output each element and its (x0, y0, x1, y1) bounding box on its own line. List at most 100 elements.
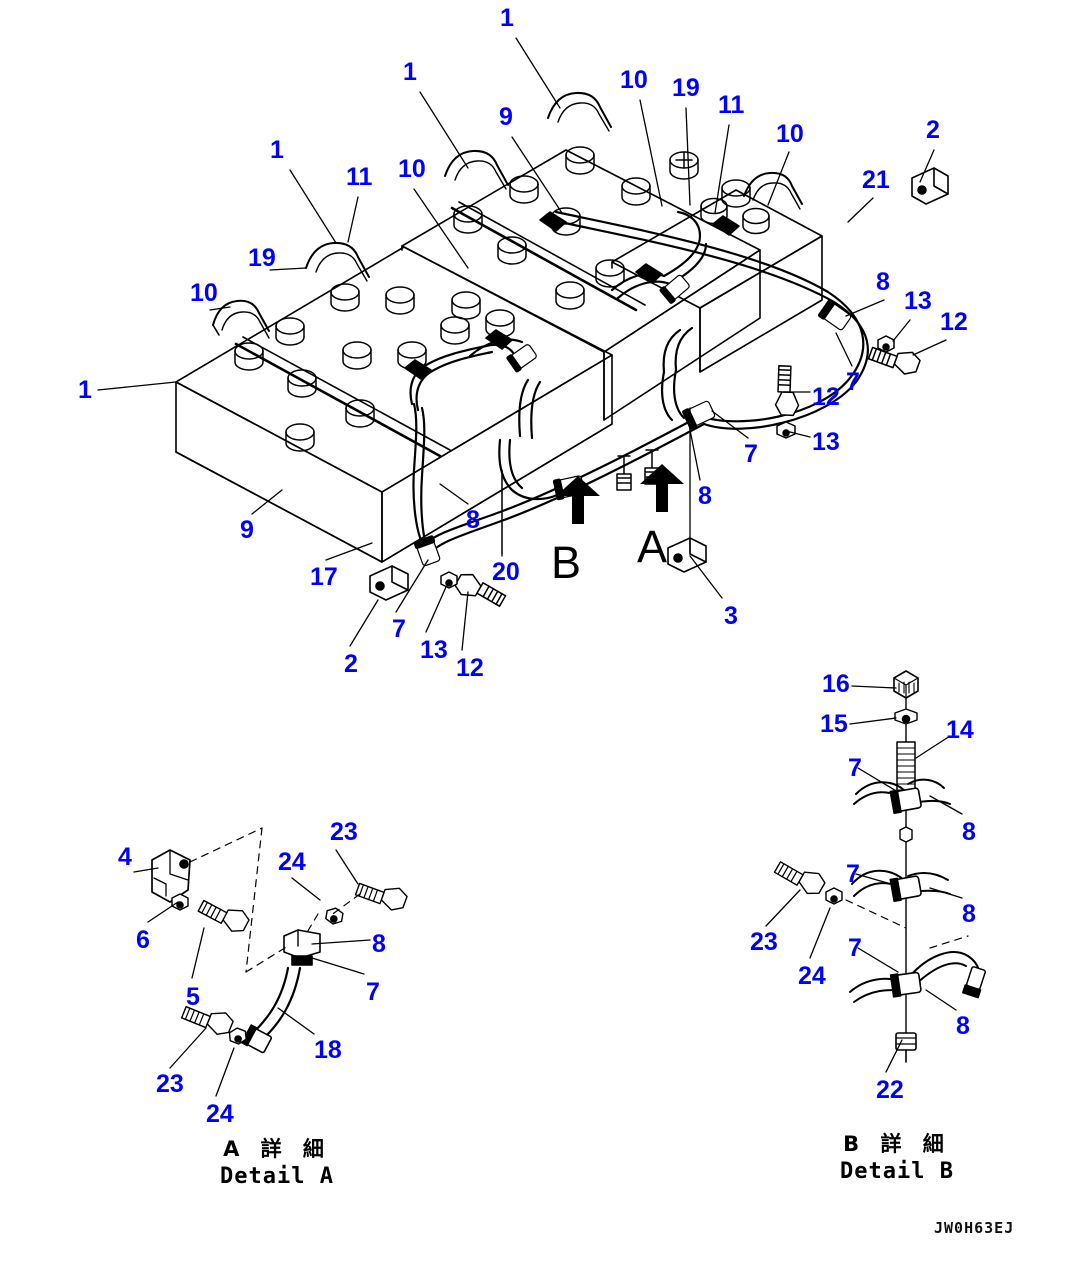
leader-line-23 (335, 849, 359, 885)
callout-1: 1 (270, 136, 284, 164)
section-marker-A: A (637, 521, 668, 572)
callout-20: 20 (492, 558, 520, 586)
brackets (369, 167, 949, 601)
battery-center (401, 91, 761, 421)
callout-9: 9 (499, 103, 513, 131)
leader-line-7 (857, 767, 899, 793)
callout-21: 21 (862, 166, 890, 194)
leader-line-24 (809, 907, 831, 959)
callout-10: 10 (620, 66, 648, 94)
callout-3: 3 (724, 602, 738, 630)
callout-7: 7 (392, 615, 406, 643)
leader-line-12 (461, 591, 469, 651)
callout-14: 14 (946, 716, 974, 744)
callout-7: 7 (366, 978, 380, 1006)
leader-line-6 (147, 901, 179, 923)
hose-fittings (413, 274, 852, 567)
callout-12: 12 (812, 383, 840, 411)
leader-line-11 (714, 124, 730, 214)
leader-line-4 (133, 867, 159, 873)
leader-line-21 (847, 197, 874, 223)
callout-10: 10 (190, 279, 218, 307)
leader-line-13 (425, 586, 447, 633)
leader-line-16 (851, 685, 897, 689)
detail-a-caption-en: Detail A (220, 1164, 334, 1189)
callout-24: 24 (206, 1100, 234, 1128)
battery-left (175, 241, 613, 563)
callout-8: 8 (372, 930, 386, 958)
callout-10: 10 (398, 155, 426, 183)
leader-line-23 (169, 1027, 207, 1069)
callout-23: 23 (330, 818, 358, 846)
section-marker-B: B (551, 537, 582, 588)
leader-line-8 (929, 795, 963, 815)
callout-6: 6 (136, 926, 150, 954)
callout-7: 7 (848, 754, 862, 782)
fasteners-main (440, 335, 921, 607)
leader-line-12 (912, 339, 947, 356)
leader-line-24 (215, 1047, 235, 1097)
leader-line-7 (855, 873, 899, 887)
battery-terminals (404, 211, 740, 380)
leader-line-22 (885, 1039, 903, 1073)
detail-b-caption: B 詳 細 Detail B (807, 1128, 987, 1184)
leader-line-5 (191, 927, 205, 979)
leader-line-1 (515, 37, 561, 109)
leader-line-10 (413, 188, 469, 269)
leader-line-7 (835, 332, 853, 367)
callout-4: 4 (118, 843, 132, 871)
callout-10: 10 (776, 120, 804, 148)
callout-19: 19 (248, 244, 276, 272)
section-arrows (556, 464, 684, 524)
callout-2: 2 (926, 116, 940, 144)
leader-line-1 (289, 169, 337, 244)
callout-8: 8 (466, 506, 480, 534)
callout-22: 22 (876, 1076, 904, 1104)
callout-17: 17 (310, 563, 338, 591)
leader-line-19 (685, 107, 691, 206)
leader-line-1 (419, 91, 469, 169)
leader-line-14 (915, 735, 951, 759)
callout-24: 24 (278, 848, 306, 876)
leader-line-18 (277, 1007, 315, 1035)
callout-18: 18 (314, 1036, 342, 1064)
leader-line-7 (311, 957, 365, 975)
callout-1: 1 (403, 58, 417, 86)
callout-23: 23 (156, 1070, 184, 1098)
callout-8: 8 (698, 482, 712, 510)
leader-line-15 (849, 717, 897, 725)
leader-line-8 (929, 887, 963, 899)
callout-9: 9 (240, 516, 254, 544)
detail-b-caption-en: Detail B (840, 1159, 954, 1184)
leader-line-10 (209, 306, 231, 311)
leader-line-2 (919, 149, 935, 183)
leader-line-9 (511, 136, 563, 214)
callout-8: 8 (962, 818, 976, 846)
callout-12: 12 (940, 308, 968, 336)
callout-8: 8 (956, 1012, 970, 1040)
callout-8: 8 (876, 268, 890, 296)
callout-7: 7 (848, 934, 862, 962)
detail-a-caption: A 詳 細 Detail A (187, 1133, 367, 1189)
leader-line-17 (325, 542, 373, 561)
callout-13: 13 (812, 428, 840, 456)
leader-line-23 (765, 889, 801, 927)
leader-line-1 (97, 381, 177, 391)
leader-line-10 (639, 99, 663, 207)
leader-line-19 (269, 267, 307, 271)
callout-13: 13 (420, 636, 448, 664)
detail-b-caption-jp: B 詳 細 (843, 1132, 951, 1156)
cable-harness (409, 210, 869, 556)
callout-1: 1 (78, 376, 92, 404)
leader-line-8 (925, 989, 957, 1011)
leader-line-7 (857, 947, 899, 973)
callout-23: 23 (750, 928, 778, 956)
drawing-number: JW0H63EJ (934, 1219, 1015, 1237)
leader-line-9 (251, 489, 283, 515)
callout-1: 1 (500, 4, 514, 32)
callout-16: 16 (822, 670, 850, 698)
leader-line-2 (349, 599, 379, 647)
callout-13: 13 (904, 287, 932, 315)
detail-a-caption-jp: A 詳 細 (223, 1137, 331, 1161)
